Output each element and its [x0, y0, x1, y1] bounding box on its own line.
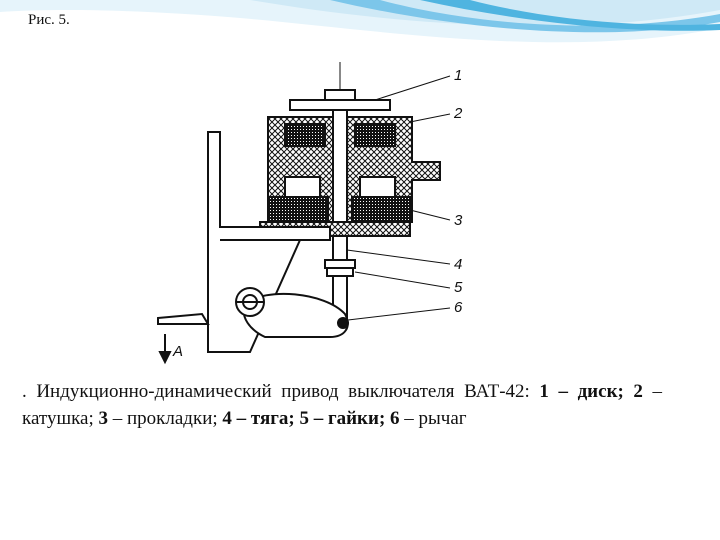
caption-prefix: . Индукционно-динамический привод выключ…	[22, 381, 540, 402]
callout-6: 6	[454, 299, 463, 316]
caption-num-4: 4	[222, 408, 232, 429]
caption-num-2: 2	[633, 381, 643, 402]
caption-text-4: – тяга;	[231, 408, 300, 429]
header-swoosh	[0, 0, 720, 43]
caption-text-1: – диск;	[548, 381, 634, 402]
drive-diagram: 1 2 3 4 5 6 А	[157, 62, 463, 365]
disk	[289, 99, 391, 111]
callout-5: 5	[454, 279, 463, 296]
callout-2: 2	[453, 105, 463, 122]
caption-text-6: – рычаг	[399, 408, 467, 429]
caption-text-5: – гайки;	[308, 408, 391, 429]
caption-num-6: 6	[390, 408, 400, 429]
caption-text-3: – прокладки;	[107, 408, 223, 429]
caption-num-5: 5	[299, 408, 309, 429]
arrow-label: А	[172, 343, 183, 360]
figure-caption: . Индукционно-динамический привод выключ…	[22, 378, 662, 432]
callout-1: 1	[454, 67, 462, 84]
caption-text-2: – катушка;	[22, 381, 662, 429]
nuts	[324, 259, 356, 269]
callout-3: 3	[454, 212, 463, 229]
caption-num-3: 3	[98, 408, 108, 429]
callout-4: 4	[454, 256, 462, 273]
caption-num-1: 1	[539, 381, 549, 402]
slide-label: Рис. 5.	[28, 12, 70, 28]
